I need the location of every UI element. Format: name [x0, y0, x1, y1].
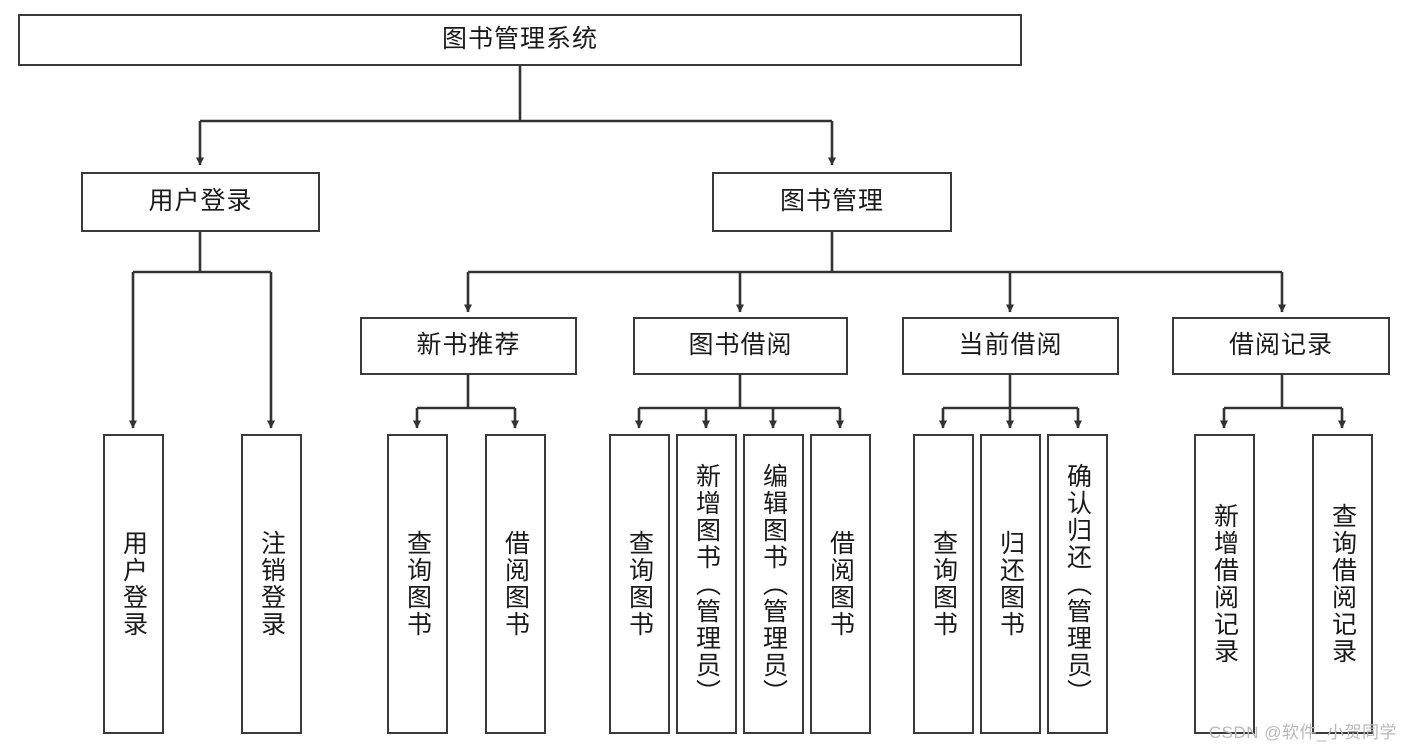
node-user-login[interactable]: 用户登录	[81, 172, 320, 232]
node-leaf-return-book-label: 归还图书	[996, 530, 1025, 638]
node-leaf-borrow-book-1-label: 借阅图书	[501, 530, 530, 638]
node-leaf-user-login-label: 用户登录	[119, 530, 148, 638]
node-borrow-record[interactable]: 借阅记录	[1172, 317, 1390, 375]
node-leaf-query-book-1[interactable]: 查询图书	[387, 434, 448, 734]
node-new-book-recommend[interactable]: 新书推荐	[360, 317, 577, 375]
node-root[interactable]: 图书管理系统	[18, 14, 1022, 66]
node-leaf-add-record-label: 新增借阅记录	[1210, 503, 1239, 665]
node-leaf-add-book[interactable]: 新增图书（管理员）	[676, 434, 737, 734]
node-new-book-recommend-label: 新书推荐	[416, 331, 521, 360]
node-leaf-query-book-3-label: 查询图书	[929, 530, 958, 638]
node-leaf-edit-book[interactable]: 编辑图书（管理员）	[743, 434, 804, 734]
node-leaf-add-record[interactable]: 新增借阅记录	[1194, 434, 1255, 734]
node-leaf-query-record[interactable]: 查询借阅记录	[1312, 434, 1373, 734]
node-user-login-label: 用户登录	[148, 187, 253, 216]
node-leaf-query-book-2[interactable]: 查询图书	[609, 434, 670, 734]
node-book-manage-label: 图书管理	[779, 187, 884, 216]
node-leaf-edit-book-label: 编辑图书（管理员）	[759, 462, 788, 706]
node-current-borrow[interactable]: 当前借阅	[902, 317, 1119, 375]
node-borrow-record-label: 借阅记录	[1228, 331, 1333, 360]
node-leaf-user-login[interactable]: 用户登录	[103, 434, 164, 734]
node-leaf-logout-login[interactable]: 注销登录	[241, 434, 302, 734]
node-leaf-confirm-return[interactable]: 确认归还（管理员）	[1047, 434, 1108, 734]
node-leaf-borrow-book-1[interactable]: 借阅图书	[485, 434, 546, 734]
node-root-label: 图书管理系统	[441, 25, 598, 54]
watermark: CSDN @软件_小贺同学	[1208, 723, 1397, 742]
node-leaf-query-book-2-label: 查询图书	[625, 530, 654, 638]
node-leaf-query-record-label: 查询借阅记录	[1328, 503, 1357, 665]
node-book-borrow[interactable]: 图书借阅	[633, 317, 848, 375]
node-leaf-borrow-book-2[interactable]: 借阅图书	[810, 434, 871, 734]
node-leaf-add-book-label: 新增图书（管理员）	[692, 462, 721, 706]
node-leaf-logout-login-label: 注销登录	[257, 530, 286, 638]
node-current-borrow-label: 当前借阅	[958, 331, 1063, 360]
node-book-borrow-label: 图书借阅	[688, 331, 793, 360]
node-leaf-return-book[interactable]: 归还图书	[980, 434, 1041, 734]
node-leaf-borrow-book-2-label: 借阅图书	[826, 530, 855, 638]
node-book-manage[interactable]: 图书管理	[712, 172, 952, 232]
node-leaf-confirm-return-label: 确认归还（管理员）	[1063, 462, 1092, 706]
node-leaf-query-book-1-label: 查询图书	[403, 530, 432, 638]
node-leaf-query-book-3[interactable]: 查询图书	[913, 434, 974, 734]
